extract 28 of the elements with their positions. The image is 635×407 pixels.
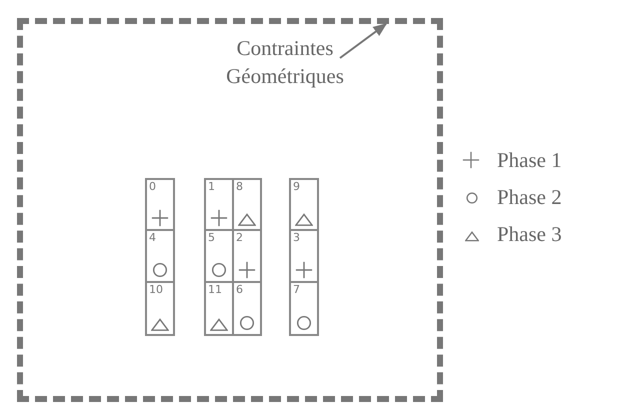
cell-number: 10 xyxy=(149,284,163,296)
cell-number: 7 xyxy=(293,284,300,296)
cell-number: 1 xyxy=(208,181,215,193)
cell-number: 8 xyxy=(236,181,243,193)
cell-number: 4 xyxy=(149,232,156,244)
cell-number: 3 xyxy=(293,232,300,244)
constraint-label: Contraintes Géométriques xyxy=(210,34,360,90)
boundary-frame xyxy=(17,18,443,402)
grid-cell xyxy=(204,178,234,231)
leader-arrow xyxy=(339,23,388,59)
grid-cell xyxy=(289,281,319,336)
cell-number: 0 xyxy=(149,181,156,193)
legend-label: Phase 2 xyxy=(497,185,562,209)
grid-cell xyxy=(232,178,262,231)
grid-cell xyxy=(204,281,234,336)
grid-cell xyxy=(145,281,175,336)
grid-cell xyxy=(145,178,175,231)
cell-number: 5 xyxy=(208,232,215,244)
grid-cell xyxy=(145,229,175,283)
cell-number: 9 xyxy=(293,181,300,193)
cell-number: 6 xyxy=(236,284,243,296)
cell-number: 2 xyxy=(236,232,243,244)
cell-number: 11 xyxy=(208,284,222,296)
grid-cell xyxy=(232,281,262,336)
grid-cell xyxy=(289,229,319,283)
legend-label: Phase 3 xyxy=(497,222,562,246)
grid-cell xyxy=(289,178,319,231)
legend-label: Phase 1 xyxy=(497,148,562,172)
